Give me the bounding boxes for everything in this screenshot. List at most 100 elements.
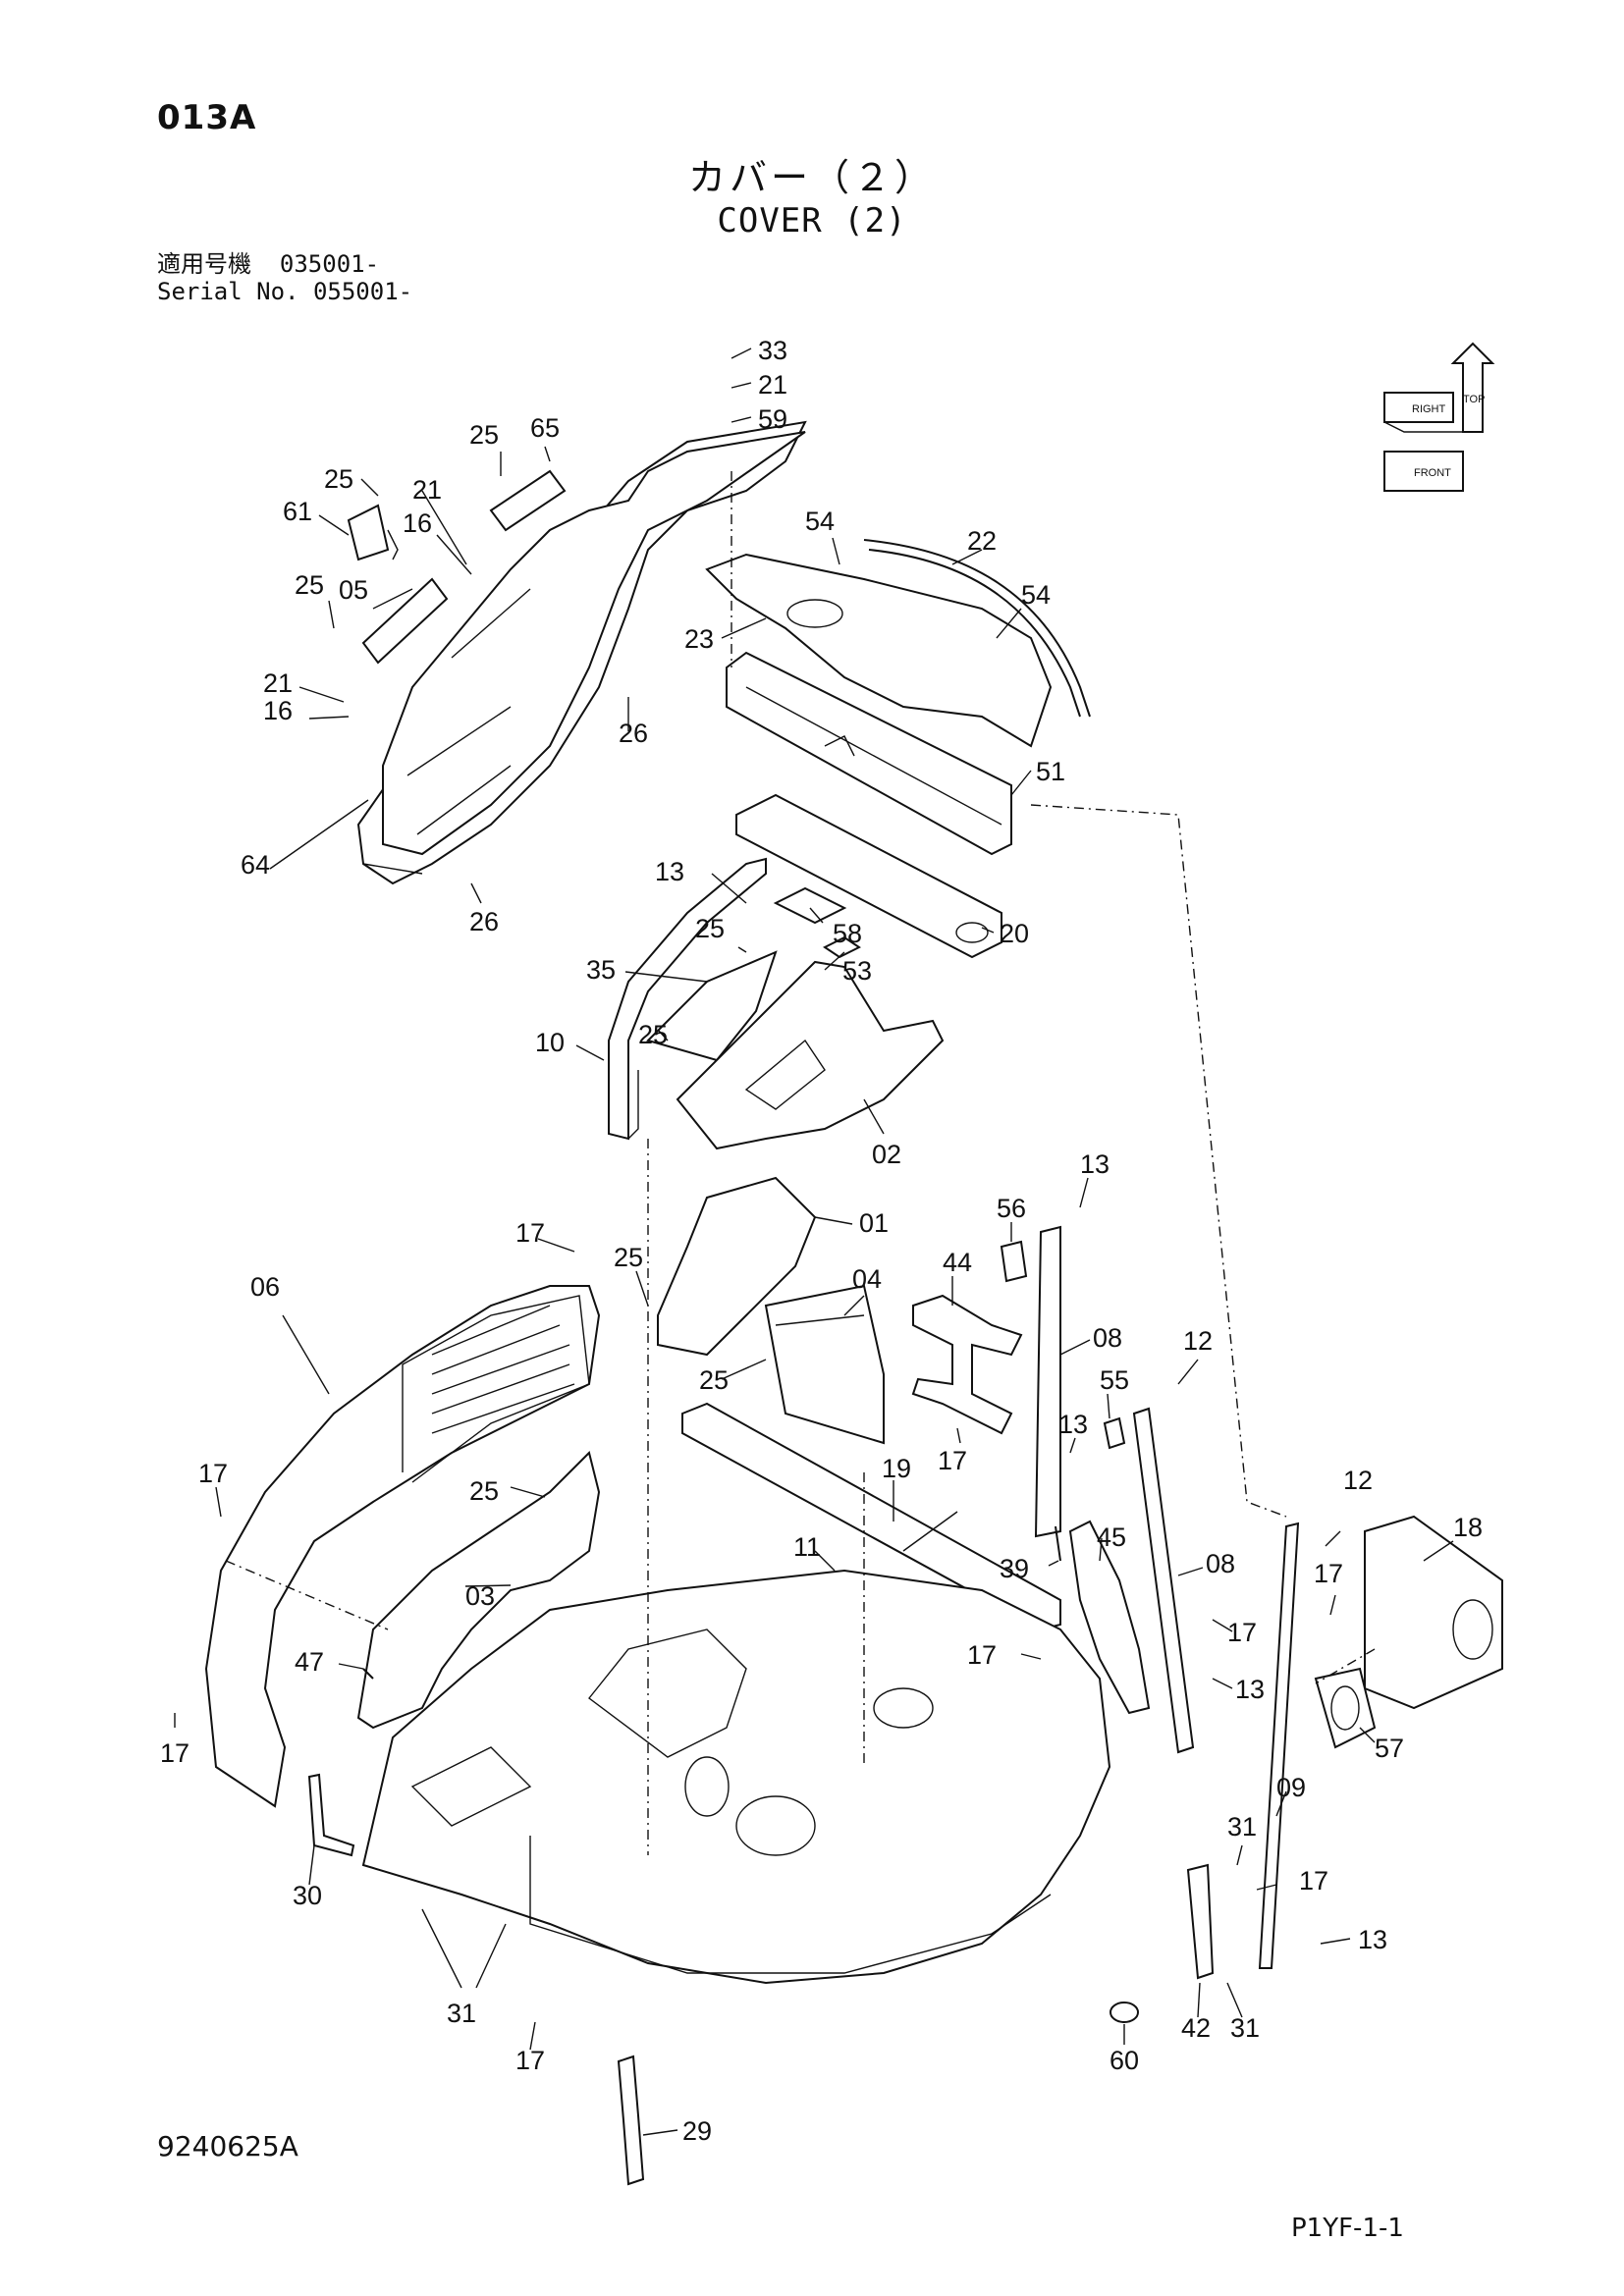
callout-19: 19 <box>882 1454 911 1483</box>
callout-31: 31 <box>1227 1812 1257 1842</box>
title-english: COVER (2) <box>717 201 907 240</box>
part-23-roof-plate <box>705 553 1053 748</box>
callout-20: 20 <box>1000 919 1029 948</box>
callout-23: 23 <box>684 624 714 654</box>
part-35-panel <box>646 950 778 1062</box>
part-09-strip <box>1258 1522 1300 1969</box>
callout-25: 25 <box>295 570 324 600</box>
callout-13: 13 <box>1358 1925 1387 1954</box>
part-06-side-cover <box>204 1285 601 1808</box>
part-56-plate <box>1000 1240 1028 1283</box>
callout-33: 33 <box>758 336 787 365</box>
part-39-pin <box>1055 1525 1061 1562</box>
callout-08: 08 <box>1093 1323 1122 1353</box>
callout-13: 13 <box>655 857 684 886</box>
callout-17: 17 <box>515 1218 545 1248</box>
part-19-beam <box>681 1402 1061 1631</box>
callout-13: 13 <box>1235 1675 1265 1704</box>
callout-22: 22 <box>967 526 997 556</box>
callout-25: 25 <box>695 914 725 943</box>
reference-lines <box>225 471 1376 1855</box>
part-10-frame <box>608 857 767 1141</box>
compass-right-label: RIGHT <box>1412 403 1446 415</box>
part-58-block <box>773 886 847 925</box>
callout-29: 29 <box>682 2116 712 2146</box>
part-22-seal-strip <box>863 539 1091 718</box>
page-id: 013A <box>157 98 257 137</box>
callout-25: 25 <box>614 1243 643 1272</box>
callout-17: 17 <box>967 1640 997 1670</box>
orientation-compass: RIGHT FRONT TOP <box>1383 342 1495 492</box>
callout-25: 25 <box>469 420 499 450</box>
compass-top-label: TOP <box>1463 394 1485 405</box>
callout-35: 35 <box>586 955 616 985</box>
callout-11: 11 <box>793 1532 821 1562</box>
part-29-bracket <box>617 2055 645 2186</box>
callout-17: 17 <box>1227 1618 1257 1647</box>
callout-12: 12 <box>1183 1326 1213 1356</box>
callout-25: 25 <box>324 464 353 494</box>
callout-17: 17 <box>515 2046 545 2075</box>
part-65-plate <box>489 469 567 532</box>
serial-value-jp: 035001- <box>279 250 380 278</box>
callout-31: 31 <box>1230 2013 1260 2043</box>
callout-06: 06 <box>250 1272 280 1302</box>
upperframe-chassis <box>361 1569 1111 1985</box>
part-02-cover <box>676 960 945 1150</box>
part-51-beam <box>726 651 1012 856</box>
callout-17: 17 <box>1314 1559 1343 1588</box>
callout-08: 08 <box>1206 1549 1235 1578</box>
part-18-block <box>1364 1515 1503 1710</box>
title-japanese: カバー（２） <box>687 156 936 199</box>
callout-02: 02 <box>872 1140 901 1169</box>
part-08-upper-post <box>1034 1225 1061 1538</box>
callout-03: 03 <box>465 1581 495 1611</box>
callout-53: 53 <box>842 956 872 986</box>
part-01-cover <box>657 1176 817 1357</box>
part-20-plate <box>735 793 1002 959</box>
callout-04: 04 <box>852 1264 882 1294</box>
callout-55: 55 <box>1100 1365 1129 1395</box>
part-47-pin <box>362 1668 374 1680</box>
part-04-plate <box>764 1284 885 1445</box>
callout-25: 25 <box>469 1476 499 1506</box>
callout-51: 51 <box>1036 757 1065 786</box>
serial-row-en: Serial No. 055001- <box>157 278 412 305</box>
callout-10: 10 <box>535 1028 565 1057</box>
compass-front-label: FRONT <box>1414 467 1451 479</box>
callout-16: 16 <box>403 508 432 538</box>
callout-13: 13 <box>1080 1149 1110 1179</box>
callout-17: 17 <box>938 1446 967 1475</box>
callout-13: 13 <box>1058 1410 1088 1439</box>
serial-label-jp: 適用号機 <box>157 250 251 278</box>
part-45-bracket <box>1068 1520 1151 1715</box>
callout-16: 16 <box>263 696 293 725</box>
callout-59: 59 <box>758 404 787 434</box>
callout-05: 05 <box>339 575 368 605</box>
callout-64: 64 <box>241 850 270 880</box>
page-code: P1YF-1-1 <box>1291 2214 1404 2243</box>
leader-lines <box>174 347 1454 2136</box>
callout-01: 01 <box>859 1208 889 1238</box>
callout-57: 57 <box>1375 1734 1404 1763</box>
callout-labels: 33 21 59 25 65 25 21 61 16 54 22 25 05 5… <box>160 336 1483 2146</box>
part-42-bracket <box>1186 1863 1215 1980</box>
part-55-plate <box>1103 1416 1126 1450</box>
callout-47: 47 <box>295 1647 324 1677</box>
callout-54: 54 <box>805 507 835 536</box>
serial-value-en: 055001- <box>312 278 413 305</box>
serial-info: 適用号機 035001- Serial No. 055001- <box>157 250 412 305</box>
callout-17: 17 <box>198 1459 228 1488</box>
callout-30: 30 <box>293 1881 322 1910</box>
serial-label-en: Serial No. <box>157 278 299 305</box>
callout-39: 39 <box>1000 1554 1029 1583</box>
part-30-bracket <box>307 1773 355 1857</box>
callout-18: 18 <box>1453 1513 1483 1542</box>
callout-44: 44 <box>943 1248 972 1277</box>
part-03-panel <box>356 1451 601 1730</box>
part-44-bracket <box>911 1294 1023 1435</box>
callout-26: 26 <box>469 907 499 936</box>
callout-21: 21 <box>412 475 442 505</box>
callout-17: 17 <box>160 1738 189 1768</box>
callout-31: 31 <box>447 1999 476 2028</box>
